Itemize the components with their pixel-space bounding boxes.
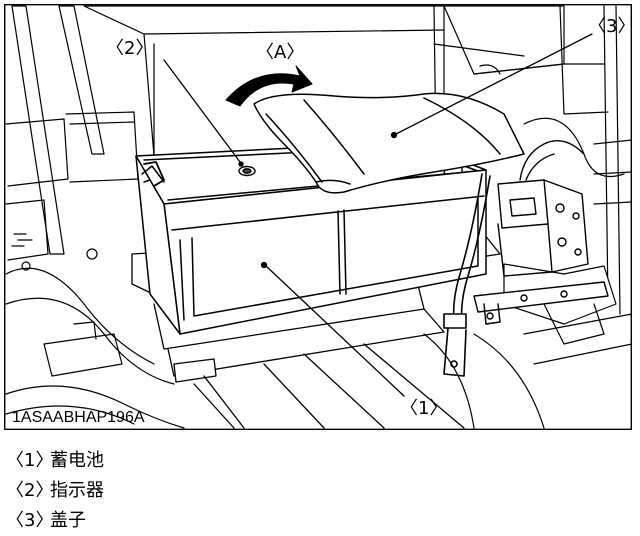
open-direction-arrow: [225, 65, 313, 107]
callout-3: 〈3〉: [588, 16, 632, 37]
indicator-eye: [238, 165, 256, 177]
legend-item-battery: 〈1〉蓄电池: [6, 446, 626, 476]
legend-item-indicator: 〈2〉指示器: [6, 476, 626, 506]
legend-item-cover: 〈3〉盖子: [6, 506, 626, 536]
parts-legend: 〈1〉蓄电池 〈2〉指示器 〈3〉盖子: [6, 446, 626, 536]
legend-label: 〈1〉: [6, 450, 54, 471]
cable-bracket: [473, 281, 609, 325]
legend-label: 〈3〉: [6, 510, 54, 531]
callout-2: 〈2〉: [106, 38, 153, 59]
figure-frame: [4, 4, 632, 430]
left-frame-structure: [5, 5, 185, 429]
figure-code: 1ASAABHAP196A: [12, 409, 145, 426]
battery-illustration: 〈2〉 〈A〉 〈3〉 〈1〉 1ASAABHAP196A: [4, 4, 632, 430]
callout-leaders: [163, 33, 593, 397]
battery-cable: [443, 173, 491, 377]
legend-text: 蓄电池: [50, 450, 104, 471]
callout-1: 〈1〉: [400, 398, 447, 419]
callout-A: 〈A〉: [256, 42, 304, 63]
terminal-cover: [253, 92, 525, 194]
legend-label: 〈2〉: [6, 480, 54, 501]
legend-text: 盖子: [50, 510, 86, 531]
legend-text: 指示器: [50, 480, 104, 501]
relay-block: [497, 140, 589, 277]
